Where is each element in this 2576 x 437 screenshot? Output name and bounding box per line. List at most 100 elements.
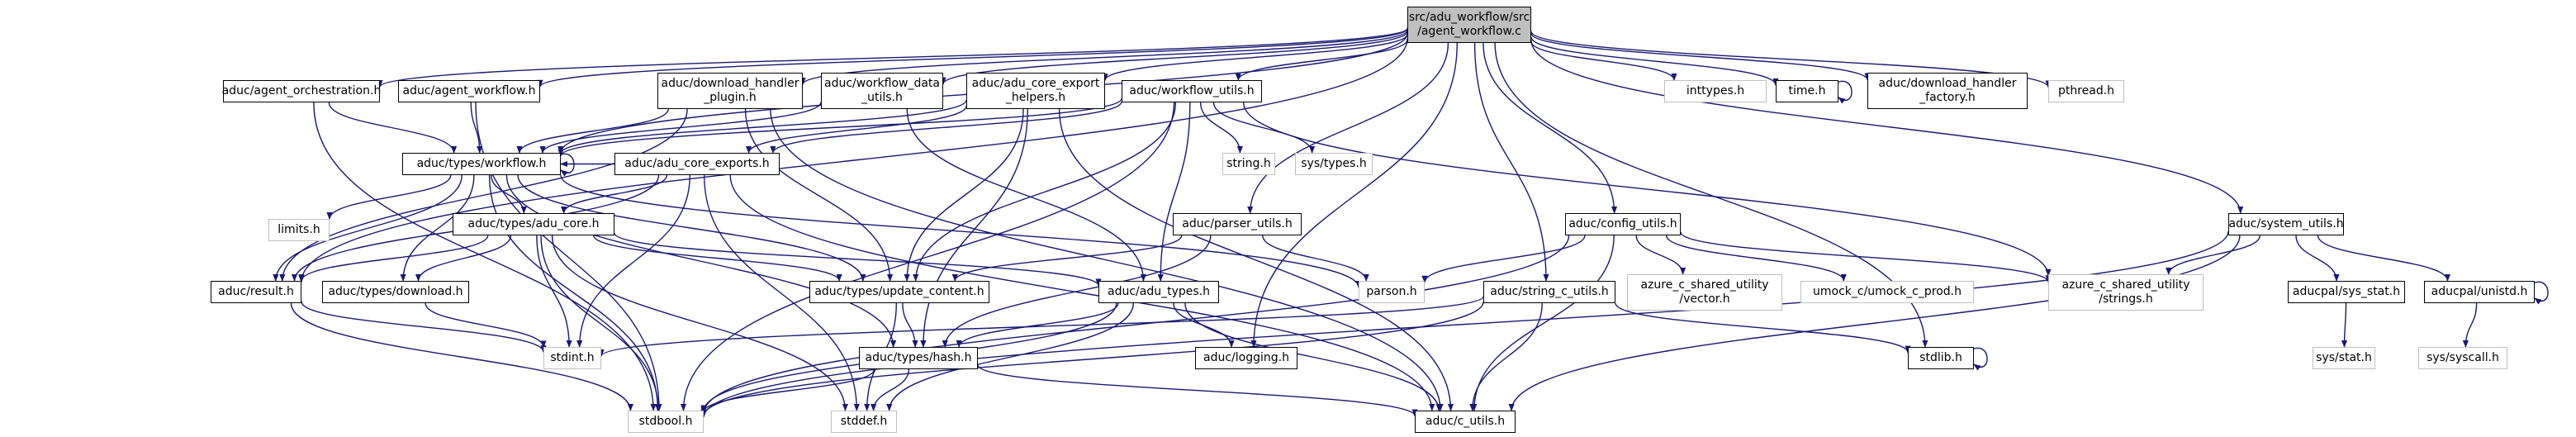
node-hash[interactable]: aduc/types/hash.h: [859, 347, 978, 369]
node-root[interactable]: src/adu_workflow/src/agent_workflow.c: [1407, 7, 1531, 43]
node-download-plugin[interactable]: aduc/download_handler_plugin.h: [657, 73, 803, 109]
node-config-utils[interactable]: aduc/config_utils.h: [1565, 213, 1681, 235]
edge-root-to-inttypes: [1530, 41, 1677, 81]
node-label-line: aduc/c_utils.h: [1425, 415, 1506, 428]
node-adu-core-exports[interactable]: aduc/adu_core_exports.h: [614, 153, 780, 175]
node-label-line: aduc/parser_utils.h: [1182, 217, 1293, 230]
edge-system-utils-to-stdbool: [700, 230, 2229, 418]
node-umock: umock_c/umock_c_prod.h: [1800, 281, 1974, 303]
node-stddef: stddef.h: [831, 411, 897, 433]
edge-parser-utils-to-parson: [1262, 235, 1369, 282]
edge-root-to-config-utils: [1483, 42, 1618, 214]
node-workflow-data[interactable]: aduc/workflow_data_utils.h: [821, 73, 943, 109]
edge-system-utils-to-c-utils: [1508, 235, 2241, 411]
edge-agent-orchestration-to-types-workflow: [328, 102, 458, 154]
node-parson: parson.h: [1359, 281, 1425, 303]
edge-string-c-utils-to-stdbool: [700, 302, 1484, 417]
node-label-line: sys/stat.h: [2316, 351, 2372, 364]
node-agent-workflow[interactable]: aduc/agent_workflow.h: [398, 80, 540, 102]
node-label-line: _utils.h: [861, 91, 903, 104]
edge-types-workflow-to-result: [273, 174, 463, 282]
node-aducpal-unistd[interactable]: aducpal/unistd.h: [2424, 281, 2535, 303]
node-types-download[interactable]: aduc/types/download.h: [322, 281, 469, 303]
node-sys-stat-h[interactable]: aducpal/sys_stat.h: [2288, 281, 2405, 303]
node-label-line: stdint.h: [550, 351, 595, 364]
node-label-line: stdbool.h: [638, 415, 693, 428]
node-c-utils[interactable]: aduc/c_utils.h: [1415, 411, 1516, 433]
edge-time-to-time: [1834, 80, 1853, 104]
edge-hash-to-stdbool: [700, 368, 875, 413]
edge-core-export-helpers-to-c-utils: [1058, 108, 1454, 411]
edge-adu-core-exports-to-stdint: [576, 174, 690, 348]
edge-root-to-result: [298, 38, 1408, 283]
node-update-content[interactable]: aduc/types/update_content.h: [809, 281, 989, 303]
edge-types-workflow-to-hash: [505, 174, 897, 348]
edge-workflow-utils-to-string-h: [1199, 102, 1243, 154]
edge-types-workflow-to-update-content: [517, 174, 866, 282]
node-time[interactable]: time.h: [1776, 80, 1838, 102]
node-azure-strings: azure_c_shared_utility/strings.h: [2048, 274, 2204, 311]
edge-workflow-utils-to-azure-strings: [1243, 102, 2052, 277]
edge-parser-utils-to-hash: [942, 235, 1212, 348]
edge-root-to-download-factory: [1530, 33, 1871, 81]
edge-adu-types-to-hash: [956, 302, 1119, 348]
node-parser-utils[interactable]: aduc/parser_utils.h: [1173, 213, 1302, 235]
edge-update-content-to-hash: [902, 302, 918, 348]
edge-root-to-core-export-helpers: [1102, 34, 1408, 82]
edge-types-adu-core-to-types-download: [415, 235, 512, 282]
node-download-factory[interactable]: aduc/download_handler_factory.h: [1867, 73, 2028, 109]
edge-types-workflow-to-types-adu-core: [491, 174, 527, 214]
node-label-line: string.h: [1226, 157, 1271, 170]
edge-types-adu-core-to-adu-types: [614, 232, 1102, 287]
edge-core-export-helpers-to-hash: [920, 108, 1028, 348]
node-types-workflow[interactable]: aduc/types/workflow.h: [402, 153, 561, 175]
edge-core-export-helpers-to-types-workflow: [557, 99, 967, 154]
edge-types-download-to-stdint: [425, 302, 547, 349]
edge-workflow-utils-to-sys-types: [1212, 102, 1316, 154]
edge-root-to-logging: [1250, 42, 1458, 348]
node-agent-orchestration[interactable]: aduc/agent_orchestration.h: [221, 80, 382, 102]
node-result[interactable]: aduc/result.h: [211, 281, 301, 303]
edge-types-workflow-to-types-download: [400, 174, 475, 282]
node-core-export-helpers[interactable]: aduc/adu_core_export_helpers.h: [966, 73, 1105, 109]
node-pthread: pthread.h: [2048, 80, 2124, 102]
node-label-line: azure_c_shared_utility: [2061, 278, 2190, 292]
node-string-c-utils[interactable]: aduc/string_c_utils.h: [1483, 281, 1615, 303]
edge-download-plugin-to-update-content: [744, 108, 894, 282]
edge-types-adu-core-to-stdint: [536, 235, 572, 348]
edge-root-to-parser-utils: [1247, 42, 1449, 214]
node-label-line: aduc/types/hash.h: [865, 351, 972, 364]
node-label-line: aduc/workflow_utils.h: [1129, 84, 1255, 97]
node-label-line: aduc/string_c_utils.h: [1490, 285, 1609, 298]
node-label-line: aduc/types/adu_core.h: [467, 217, 600, 230]
node-stdlib[interactable]: stdlib.h: [1908, 347, 1974, 369]
edge-workflow-utils-to-adu-types: [1157, 102, 1191, 282]
node-label-line: _helpers.h: [1005, 91, 1066, 104]
node-label-line: sys/syscall.h: [2427, 351, 2499, 364]
node-string-h: string.h: [1222, 153, 1275, 175]
node-logging[interactable]: aduc/logging.h: [1195, 347, 1297, 369]
node-workflow-utils[interactable]: aduc/workflow_utils.h: [1122, 80, 1262, 102]
node-adu-types[interactable]: aduc/adu_types.h: [1098, 281, 1219, 303]
node-label-line: aduc/adu_core_exports.h: [624, 157, 770, 170]
node-inttypes: inttypes.h: [1664, 80, 1767, 102]
node-label-line: aduc/agent_orchestration.h: [221, 84, 382, 97]
node-label-line: aduc/system_utils.h: [2228, 217, 2344, 230]
node-label-line: /strings.h: [2099, 292, 2153, 306]
edge-config-utils-to-azure-strings: [1680, 231, 2052, 283]
node-label-line: stdlib.h: [1919, 351, 1962, 364]
edge-system-utils-to-azure-strings: [2166, 235, 2261, 275]
edge-string-c-utils-to-c-utils: [1469, 302, 1543, 411]
edge-config-utils-to-parson: [1421, 235, 1586, 283]
node-label-line: azure_c_shared_utility: [1640, 278, 1769, 292]
node-label-line: aduc/result.h: [218, 285, 294, 298]
node-system-utils[interactable]: aduc/system_utils.h: [2228, 213, 2344, 235]
node-label-line: umock_c/umock_c_prod.h: [1813, 285, 1962, 298]
edge-string-c-utils-to-stdlib: [1615, 302, 1911, 354]
node-label-line: aduc/download_handler: [1878, 77, 2017, 90]
node-label-line: inttypes.h: [1686, 84, 1745, 97]
node-label-line: aduc/types/download.h: [328, 285, 463, 298]
node-types-adu-core[interactable]: aduc/types/adu_core.h: [453, 213, 614, 235]
dependency-edges: [273, 27, 2549, 418]
